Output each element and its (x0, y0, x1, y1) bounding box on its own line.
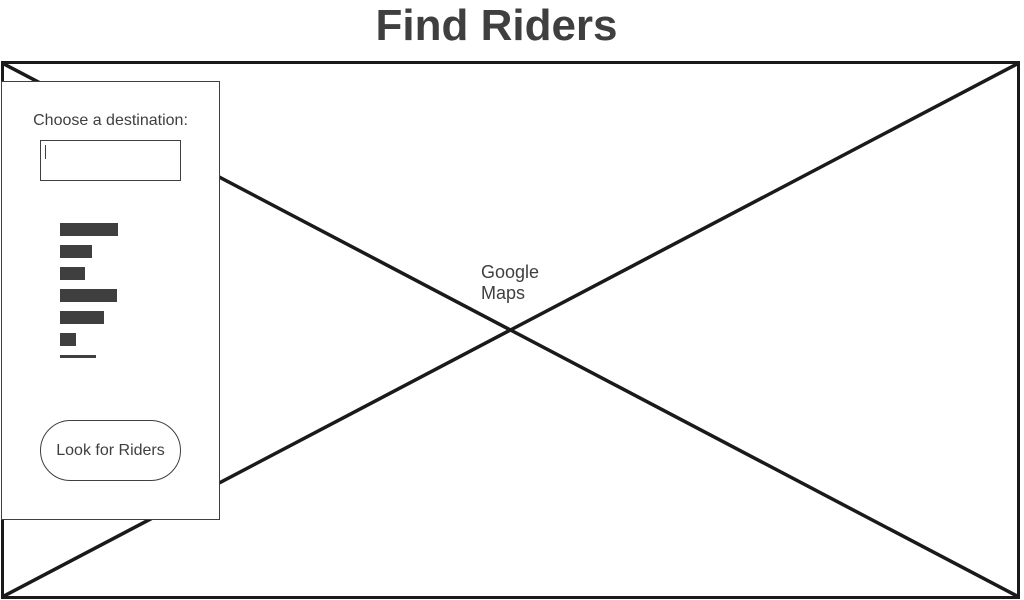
destination-input[interactable] (40, 140, 181, 181)
list-item (60, 267, 85, 280)
list-item (60, 245, 92, 258)
text-cursor (45, 145, 46, 159)
destination-label: Choose a destination: (33, 112, 188, 129)
list-item (60, 311, 104, 324)
list-item (60, 333, 76, 346)
list-item (60, 355, 96, 358)
list-item (60, 223, 118, 236)
page-title: Find Riders (375, 1, 618, 50)
map-label: Google Maps (481, 262, 540, 303)
look-for-riders-button[interactable]: Look for Riders (40, 420, 181, 481)
list-item (60, 289, 117, 302)
destination-panel: Choose a destination: Look for Riders (1, 81, 220, 520)
